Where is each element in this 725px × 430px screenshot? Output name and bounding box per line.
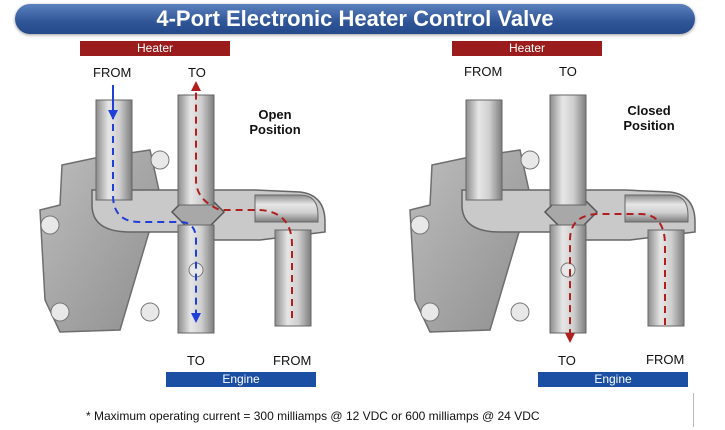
closed-to-bottom-label: TO (558, 353, 576, 368)
open-to-top-label: TO (188, 65, 206, 80)
open-from-bottom-label: FROM (273, 353, 312, 368)
open-elbow-pipe (254, 194, 319, 223)
footnote: * Maximum operating current = 300 millia… (86, 409, 540, 423)
closed-position-label: Closed Position (612, 103, 686, 133)
closed-mount-hole-3 (520, 150, 540, 170)
open-blue-flow-path (112, 100, 201, 323)
closed-heater-to-pipe (549, 94, 587, 206)
open-to-bottom-label: TO (187, 353, 205, 368)
closed-position-line1: Closed (627, 103, 671, 118)
closed-heater-from-pipe (465, 99, 503, 201)
open-mount-hole-2 (50, 302, 70, 322)
closed-position-line2: Position (623, 118, 675, 133)
diagram-title: 4-Port Electronic Heater Control Valve (15, 4, 695, 34)
open-mount-hole-4 (140, 302, 160, 322)
edge-divider (693, 393, 694, 427)
closed-heater-tag: Heater (452, 41, 602, 56)
closed-engine-tag: Engine (538, 372, 688, 387)
closed-mount-hole-4 (510, 302, 530, 322)
open-heater-tag: Heater (80, 41, 230, 56)
open-valve (39, 81, 326, 334)
open-mount-hole-3 (150, 150, 170, 170)
closed-valve (409, 94, 696, 343)
open-red-flow-path (191, 81, 293, 318)
closed-pipe-bolt (560, 262, 576, 278)
closed-to-top-label: TO (559, 64, 577, 79)
closed-red-flow-path (565, 213, 666, 343)
closed-from-bottom-label: FROM (646, 352, 685, 367)
open-position-line1: Open (258, 107, 292, 122)
open-position-label: Open Position (242, 107, 308, 137)
open-engine-tag: Engine (166, 372, 316, 387)
open-heater-to-pipe (177, 94, 215, 206)
open-position-line2: Position (249, 122, 301, 137)
closed-elbow-pipe (624, 194, 689, 223)
open-mount-hole-1 (40, 215, 60, 235)
closed-mount-hole-1 (410, 215, 430, 235)
closed-engine-to-pipe (549, 224, 587, 334)
closed-from-top-label: FROM (464, 64, 503, 79)
closed-mount-hole-2 (420, 302, 440, 322)
open-from-top-label: FROM (93, 65, 132, 80)
